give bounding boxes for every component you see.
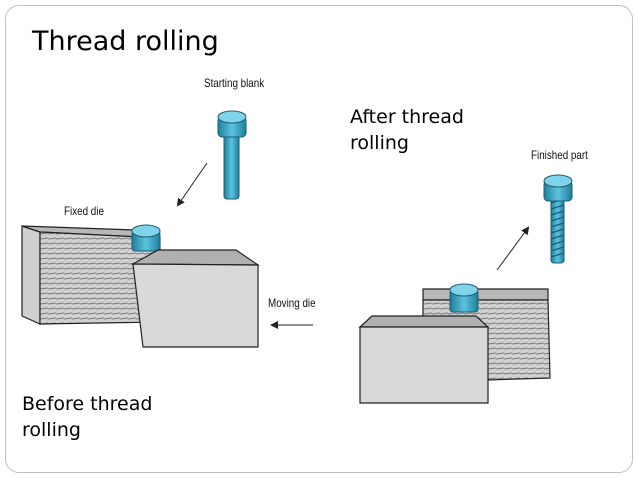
- finished-part: [543, 174, 573, 264]
- moving-die: [130, 249, 260, 348]
- caption-before-thread-rolling: Before thread rolling: [22, 391, 152, 443]
- starting-blank: [217, 110, 247, 200]
- label-fixed-die: Fixed die: [64, 204, 104, 218]
- arrow-blank-to-dies: [176, 162, 208, 207]
- caption-after-thread-rolling: After thread rolling: [350, 104, 464, 156]
- caption-after-line2: rolling: [350, 132, 409, 154]
- arrow-to-finished-part: [496, 226, 530, 271]
- label-moving-die: Moving die: [268, 296, 316, 310]
- label-finished-part: Finished part: [531, 148, 588, 162]
- label-starting-blank: Starting blank: [204, 76, 265, 90]
- caption-after-line1: After thread: [350, 106, 464, 128]
- caption-before-line1: Before thread: [22, 393, 153, 415]
- moving-die-after: [358, 315, 490, 404]
- finished-part-between-dies: [449, 283, 479, 313]
- slide-title: Thread rolling: [32, 26, 219, 57]
- blank-between-dies: [131, 224, 161, 252]
- caption-before-line2: rolling: [22, 419, 81, 441]
